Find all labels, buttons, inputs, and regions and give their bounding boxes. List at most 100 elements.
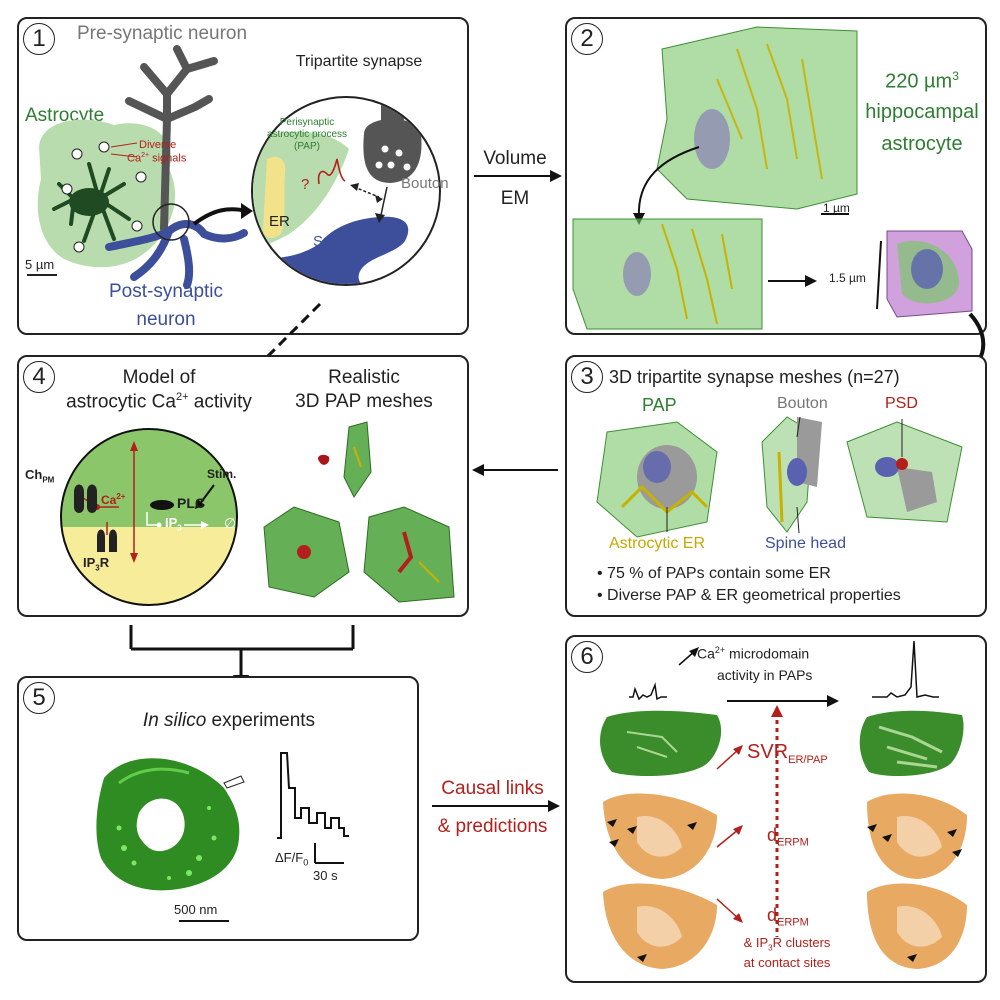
panel-number: 6 bbox=[571, 641, 603, 673]
bullet-1: • 75 % of PAPs contain some ER bbox=[597, 565, 831, 582]
pap-label: PAP bbox=[642, 395, 677, 415]
astrocyte-label: astrocyte bbox=[881, 133, 963, 155]
arrow-1-to-2 bbox=[474, 170, 562, 182]
panel-number: 1 bbox=[23, 23, 55, 55]
panel-number: 3 bbox=[571, 361, 603, 393]
title-rest: experiments bbox=[206, 710, 316, 731]
ca-microdomain-label: Ca2+ microdomain bbox=[697, 645, 809, 662]
degradation-symbol: ∅ bbox=[224, 515, 237, 531]
derpm-label-1: dERPM bbox=[767, 825, 809, 849]
spine-label-line2: head bbox=[315, 249, 349, 266]
post-synaptic-line1: Post-synaptic bbox=[108, 281, 224, 302]
df-main: ΔF/F bbox=[275, 850, 304, 865]
d1-sub: ERPM bbox=[777, 836, 809, 849]
delta-f-label: ΔF/F0 bbox=[275, 850, 308, 868]
ca-label: Ca2+ bbox=[101, 492, 125, 507]
ip3r-clusters-label: & IP3R clusters bbox=[727, 935, 847, 953]
spine-shape bbox=[253, 216, 439, 284]
ip3-main: IP bbox=[165, 515, 178, 530]
scale-5um: 5 µm bbox=[25, 257, 55, 272]
model-title-prefix: astrocytic Ca bbox=[66, 391, 176, 413]
bouton-label: Bouton bbox=[401, 175, 449, 192]
panel-5: 5 In silico experiments ΔF/F0 30 s 500 n… bbox=[17, 676, 419, 941]
svr-label: SVRER/PAP bbox=[747, 741, 828, 766]
scale-500nm: 500 nm bbox=[174, 902, 218, 917]
panel-6: 6 Ca2+ micro bbox=[565, 635, 987, 983]
ip3r-line-sub: 3 bbox=[768, 943, 773, 953]
panel-2-illustration bbox=[572, 26, 973, 330]
ch-main: Ch bbox=[25, 467, 43, 482]
df-sub: 0 bbox=[303, 857, 309, 868]
title-italic: In silico bbox=[142, 710, 207, 731]
panel-number: 5 bbox=[23, 682, 55, 714]
er-shape bbox=[263, 156, 286, 239]
psd-label: PSD bbox=[885, 395, 918, 412]
ip3-sub: 3 bbox=[177, 523, 182, 533]
er-label: ER bbox=[269, 213, 290, 230]
bouton-stem bbox=[381, 98, 404, 124]
realistic-title-line1: Realistic bbox=[328, 367, 400, 388]
pap-label-line2: astrocytic process bbox=[266, 129, 348, 140]
ip3r-a: IP bbox=[83, 555, 96, 570]
scale-1-5um: 1.5 µm bbox=[829, 271, 866, 285]
post-synaptic-line2: neuron bbox=[136, 309, 196, 330]
d2-sub: ERPM bbox=[777, 916, 809, 929]
time-scale-label: 30 s bbox=[313, 868, 338, 883]
astrocyte-volume bbox=[656, 26, 858, 210]
panel-3: 3 3D tripartite synapse meshes (n=27) PA… bbox=[565, 355, 987, 617]
astrocytic-er-label: Astrocytic ER bbox=[609, 535, 706, 552]
arrow-5-to-6 bbox=[432, 800, 560, 812]
derpm-label-2: dERPM bbox=[767, 905, 809, 929]
panel-5-title: In silico experiments bbox=[79, 710, 379, 732]
ip3-label: IP3 bbox=[165, 515, 182, 533]
panel-number: 4 bbox=[23, 361, 55, 393]
panel-3-meshes bbox=[596, 416, 963, 538]
volume-label: Volume bbox=[483, 148, 547, 169]
realistic-title-line2: 3D PAP meshes bbox=[295, 391, 433, 412]
ch-pm-label: ChPM bbox=[25, 467, 54, 485]
d1-main: d bbox=[767, 825, 778, 845]
model-title-line2: astrocytic Ca2+ activity bbox=[49, 391, 269, 413]
model-title-line1: Model of bbox=[122, 367, 196, 388]
ip3r-sub: 3 bbox=[95, 563, 100, 573]
ca-signals-prefix: Ca bbox=[127, 152, 142, 165]
volume-prefix: 220 µm bbox=[885, 70, 953, 93]
bullet-2: • Diverse PAP & ER geometrical propertie… bbox=[597, 587, 901, 604]
panel-number: 2 bbox=[571, 23, 603, 55]
volume-sup: 3 bbox=[952, 69, 959, 83]
causal-label: Causal links bbox=[441, 778, 544, 799]
panel-3-leader-lines bbox=[666, 416, 903, 534]
model-title-suffix: activity bbox=[188, 391, 252, 413]
ca-sup: 2+ bbox=[714, 645, 726, 655]
ca-signals-label: Ca2+ signals bbox=[127, 152, 186, 165]
panel-3-title: 3D tripartite synapse meshes (n=27) bbox=[609, 367, 900, 387]
panel-4: 4 Model of astrocytic Ca2+ activity Real… bbox=[17, 355, 469, 617]
diverse-label: Diverse bbox=[139, 139, 177, 151]
panel-5-illustration bbox=[96, 752, 349, 922]
tripartite-title: Tripartite synapse bbox=[295, 53, 423, 70]
ip3r-line-b: R clusters bbox=[772, 935, 831, 950]
bouton-label: Bouton bbox=[777, 395, 828, 412]
model-diagram bbox=[60, 421, 455, 606]
ca-prefix: Ca bbox=[697, 645, 715, 662]
ca-signals-sup: 2+ bbox=[141, 152, 150, 159]
svr-main: SVR bbox=[747, 741, 789, 763]
ca-suffix: microdomain bbox=[725, 645, 810, 662]
d2-main: d bbox=[767, 905, 778, 925]
ip3r-label: IP3R bbox=[83, 555, 109, 573]
ca-signals-suffix: signals bbox=[149, 152, 187, 165]
spine-head-label: Spine head bbox=[765, 535, 846, 552]
volume-value: 220 µm3 bbox=[857, 69, 987, 94]
hippocampal-label: hippocampal bbox=[865, 101, 979, 123]
bullet-2-text: Diverse PAP & ER geometrical properties bbox=[607, 587, 901, 604]
model-title-sup: 2+ bbox=[175, 391, 189, 403]
panel-6-illustration bbox=[600, 640, 967, 969]
pap-label-line3: (PAP) bbox=[294, 141, 320, 152]
ip3r-line-a: & IP bbox=[743, 935, 769, 950]
stim-label: Stim. bbox=[207, 467, 237, 481]
question-mark: ? bbox=[301, 176, 310, 193]
ca-main: Ca bbox=[101, 493, 117, 507]
pap-label-line1: Perisynaptic bbox=[279, 117, 335, 128]
panel-1-illustration bbox=[27, 45, 441, 289]
scale-1um: 1 µm bbox=[823, 201, 850, 215]
